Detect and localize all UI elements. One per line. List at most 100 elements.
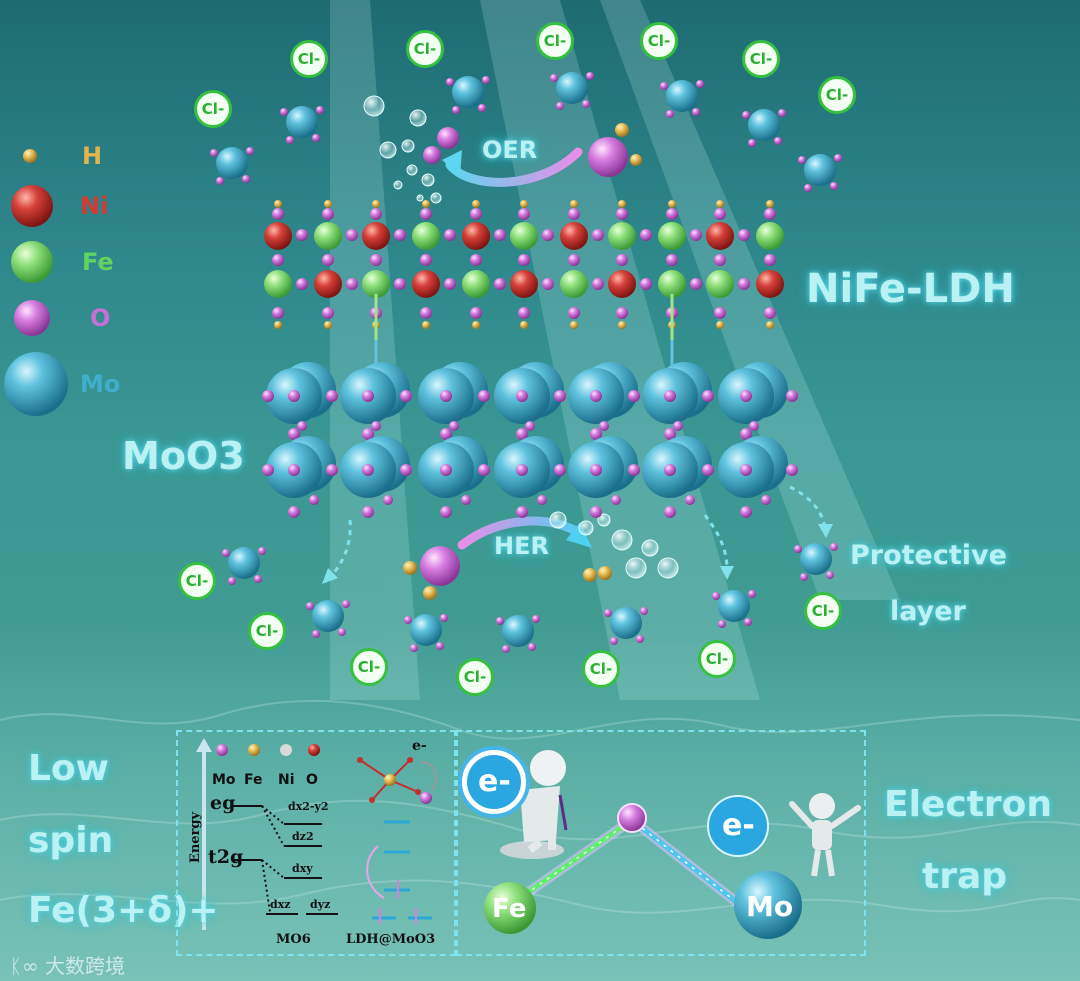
gas-bubble bbox=[550, 512, 566, 528]
fe-atom bbox=[314, 222, 342, 250]
orbital-dx2y2: dx2-y2 bbox=[288, 800, 329, 813]
low-spin-line-2: spin bbox=[28, 820, 113, 861]
o-atom bbox=[309, 495, 319, 505]
electron-label-1: e- bbox=[478, 764, 511, 799]
o-atom bbox=[478, 464, 490, 476]
h-atom bbox=[766, 321, 774, 329]
electron-small-label: e- bbox=[412, 738, 427, 754]
watermark: ᛕ∞ 大数跨境 bbox=[10, 950, 125, 979]
ni-atom bbox=[362, 222, 390, 250]
gas-bubble bbox=[612, 530, 632, 550]
o-atom bbox=[461, 495, 471, 505]
o-atom bbox=[322, 208, 334, 220]
h-atom bbox=[422, 321, 430, 329]
oer-label: OER bbox=[482, 136, 537, 164]
o-atom bbox=[383, 495, 393, 505]
o-atom bbox=[592, 278, 604, 290]
chloride-ion-badge: Cl- bbox=[350, 648, 388, 686]
h-atom bbox=[472, 321, 480, 329]
o-atom bbox=[420, 307, 432, 319]
ni-atom bbox=[560, 222, 588, 250]
h-atom bbox=[618, 321, 626, 329]
o-atom bbox=[525, 421, 535, 431]
o-atom bbox=[554, 390, 566, 402]
fe-atom bbox=[706, 270, 734, 298]
gas-bubble bbox=[364, 96, 384, 116]
h-atom bbox=[618, 200, 626, 208]
o-atom bbox=[326, 390, 338, 402]
element-fe: Fe bbox=[244, 772, 263, 788]
o-atom bbox=[288, 390, 300, 402]
o-atom bbox=[749, 421, 759, 431]
gas-bubble bbox=[402, 140, 414, 152]
fe-atom bbox=[756, 222, 784, 250]
ni-atom bbox=[412, 270, 440, 298]
o-atom bbox=[516, 464, 528, 476]
o-atom bbox=[444, 229, 456, 241]
element-ni: Ni bbox=[278, 772, 295, 788]
gas-bubble bbox=[407, 165, 417, 175]
o-atom bbox=[371, 421, 381, 431]
o-atom bbox=[272, 307, 284, 319]
o-atom bbox=[764, 254, 776, 266]
legend-ni-label: Ni bbox=[80, 192, 108, 220]
low-spin-line-1: Low bbox=[28, 748, 109, 789]
o-atom bbox=[370, 208, 382, 220]
ni-atom bbox=[462, 222, 490, 250]
mo-ball-label: Mo bbox=[746, 890, 793, 923]
energy-diagram-box bbox=[176, 730, 456, 956]
protective-label-2: layer bbox=[890, 596, 966, 627]
o-atom bbox=[664, 506, 676, 518]
gas-bubble bbox=[422, 174, 434, 186]
o-atom bbox=[740, 506, 752, 518]
o-atom bbox=[664, 464, 676, 476]
o-atom bbox=[786, 390, 798, 402]
fe-atom bbox=[362, 270, 390, 298]
h-atom bbox=[472, 200, 480, 208]
o-atom bbox=[272, 254, 284, 266]
gas-bubble bbox=[394, 181, 402, 189]
ni-atom bbox=[264, 222, 292, 250]
o-atom bbox=[288, 464, 300, 476]
gas-bubble bbox=[417, 195, 423, 201]
legend-mo-label: Mo bbox=[80, 370, 120, 398]
o-atom bbox=[554, 464, 566, 476]
o-atom bbox=[440, 390, 452, 402]
o-atom bbox=[542, 229, 554, 241]
o-atom bbox=[346, 229, 358, 241]
o-atom bbox=[362, 464, 374, 476]
o-atom bbox=[440, 464, 452, 476]
fe-atom bbox=[658, 222, 686, 250]
o-atom bbox=[599, 421, 609, 431]
o-atom bbox=[322, 307, 334, 319]
chloride-ion-badge: Cl- bbox=[640, 22, 678, 60]
fe-atom bbox=[510, 222, 538, 250]
o-atom bbox=[702, 464, 714, 476]
o-atom bbox=[322, 254, 334, 266]
orbital-dyz: dyz bbox=[310, 898, 330, 911]
o-atom bbox=[590, 506, 602, 518]
o-atom bbox=[288, 506, 300, 518]
o-atom bbox=[628, 390, 640, 402]
gas-bubble bbox=[380, 142, 396, 158]
moo4-tetrahedron bbox=[446, 76, 490, 114]
t2g-label: t2g bbox=[208, 846, 243, 868]
h-atom bbox=[324, 200, 332, 208]
legend-fe-label: Fe bbox=[82, 248, 114, 276]
h-atom bbox=[668, 200, 676, 208]
chloride-ion-badge: Cl- bbox=[406, 30, 444, 68]
o-atom bbox=[296, 229, 308, 241]
ni-atom bbox=[608, 270, 636, 298]
orbital-dz2: dz2 bbox=[292, 830, 314, 843]
o-atom bbox=[262, 390, 274, 402]
gas-bubble bbox=[658, 558, 678, 578]
o-atom bbox=[628, 464, 640, 476]
o-atom bbox=[362, 506, 374, 518]
o-atom bbox=[346, 278, 358, 290]
o-atom bbox=[590, 390, 602, 402]
eg-label: eg bbox=[210, 792, 235, 814]
o-atom bbox=[370, 254, 382, 266]
h-atom bbox=[372, 200, 380, 208]
o-atom bbox=[262, 464, 274, 476]
o-atom bbox=[542, 278, 554, 290]
